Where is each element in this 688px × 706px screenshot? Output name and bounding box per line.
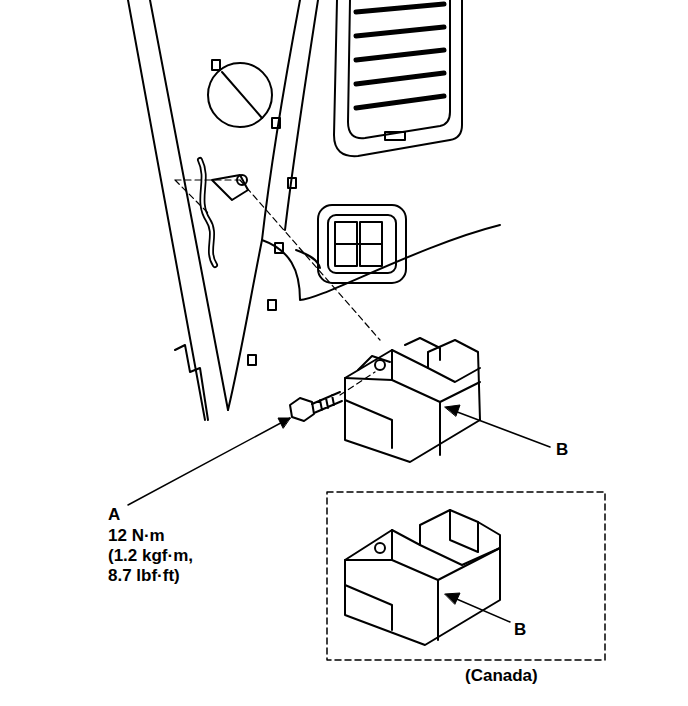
dash-edge xyxy=(285,0,318,230)
bracket xyxy=(212,175,248,200)
leader-line xyxy=(452,410,550,447)
pillar-edge xyxy=(128,0,205,420)
switch-button xyxy=(335,243,382,245)
trim-edge xyxy=(175,345,208,420)
air-vent xyxy=(334,0,462,156)
region-note: (Canada) xyxy=(465,666,538,686)
arrowhead xyxy=(278,418,290,428)
arrowhead xyxy=(445,405,460,416)
round-opening xyxy=(208,63,272,127)
leader-line xyxy=(128,418,290,505)
switch-panel xyxy=(318,205,406,283)
switch-panel xyxy=(328,215,396,273)
relay-block xyxy=(345,338,480,462)
clip xyxy=(288,178,296,188)
callout-letter: B xyxy=(556,440,568,460)
clip xyxy=(212,60,220,70)
inset-frame xyxy=(327,492,605,660)
round-opening xyxy=(222,72,262,118)
clip xyxy=(248,355,256,365)
bolt xyxy=(290,392,342,421)
vent-tab xyxy=(385,132,405,140)
dash-edge xyxy=(228,0,300,410)
air-vent xyxy=(348,0,450,138)
relay-block-canada xyxy=(345,510,500,645)
arrowhead xyxy=(445,593,460,604)
clip xyxy=(268,300,276,310)
clip xyxy=(272,118,280,128)
callout-letter: A xyxy=(108,505,120,525)
torque-spec: 12 N·m (1.2 kgf·m, 8.7 lbf·ft) xyxy=(108,526,196,586)
dashed-guide xyxy=(340,372,375,395)
callout-letter: B xyxy=(514,620,526,640)
pillar-edge xyxy=(150,0,228,410)
leader-line xyxy=(452,597,510,622)
vent-slats xyxy=(356,4,444,108)
dash-contour xyxy=(296,250,320,268)
